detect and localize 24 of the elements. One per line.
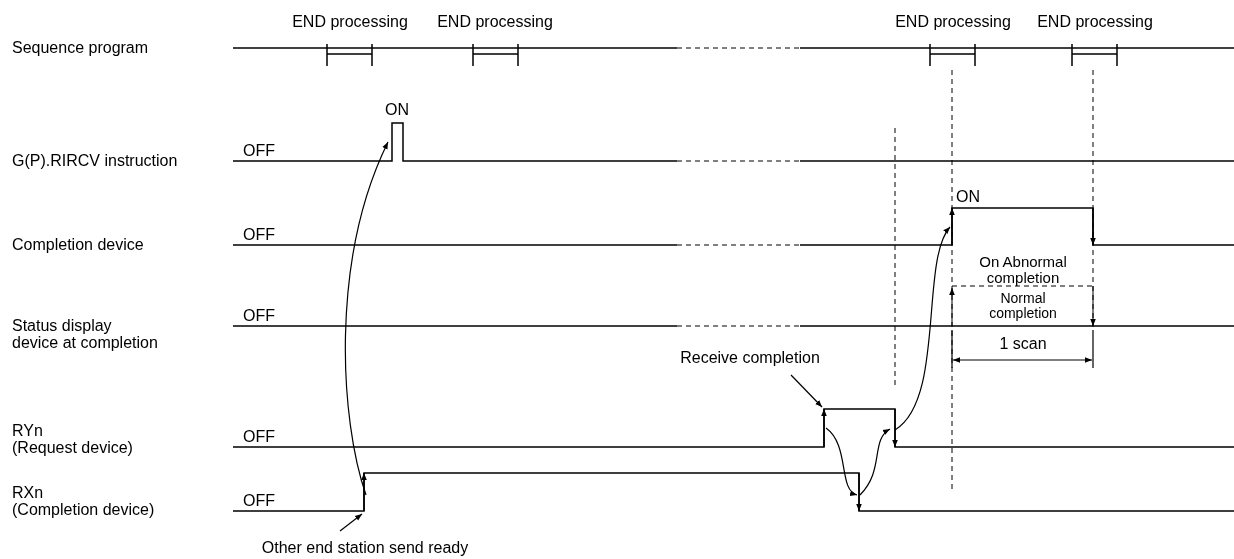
signal-name: RYn (Request device) — [12, 423, 133, 457]
annotation-text: Other end station send ready — [261, 539, 469, 557]
state-label: OFF — [243, 226, 275, 244]
timing-label: END processing — [1037, 13, 1153, 31]
status-note: Normal completion — [988, 291, 1058, 321]
timing-label: END processing — [437, 13, 553, 31]
state-label: OFF — [243, 307, 275, 325]
state-label: ON — [385, 101, 409, 119]
leader-line — [790, 374, 823, 408]
signal-name: Completion device — [12, 236, 144, 254]
signal-name: RXn (Completion device) — [12, 485, 155, 519]
state-label: OFF — [243, 428, 275, 446]
timing-label: END processing — [895, 13, 1011, 31]
dimension-label: 1 scan — [999, 335, 1047, 353]
signal-name: G(P).RIRCV instruction — [12, 152, 178, 170]
annotation-text: Receive completion — [680, 349, 820, 367]
timing-label: END processing — [292, 13, 408, 31]
signal-name: Status display device at completion — [12, 318, 159, 352]
state-label: OFF — [243, 492, 275, 510]
status-note: On Abnormal completion — [978, 254, 1068, 286]
state-label: OFF — [243, 142, 275, 160]
state-label: ON — [956, 188, 980, 206]
signal-name: Sequence program — [12, 39, 149, 57]
leader-line — [339, 513, 363, 532]
